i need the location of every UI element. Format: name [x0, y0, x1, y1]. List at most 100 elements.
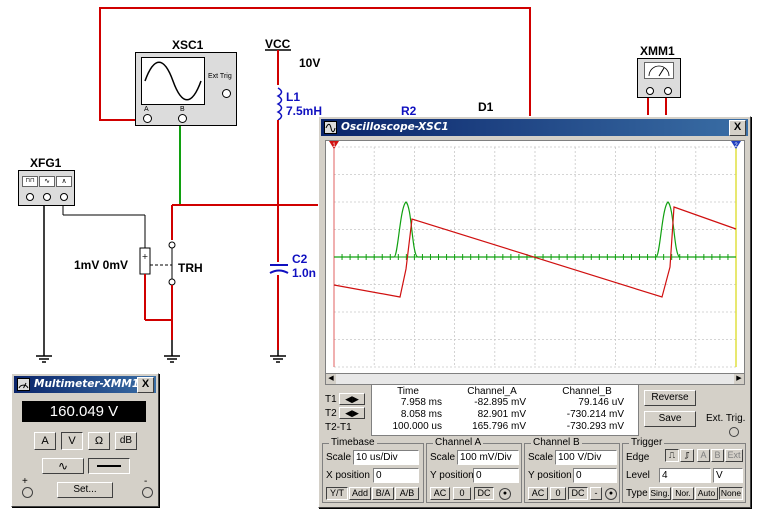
mm-plus-terminal-button[interactable]: [22, 487, 33, 498]
fg-minus-terminal[interactable]: [26, 193, 34, 201]
cell-t1-a: -82.895 mV: [474, 397, 526, 408]
multimeter-title: Multimeter-XMM1: [34, 378, 140, 390]
channel-a-ypos-input[interactable]: 0: [473, 468, 519, 483]
pin-a-label: A: [144, 106, 149, 113]
mode-ohmmeter-button[interactable]: Ω: [88, 432, 110, 450]
ac-sine-icon[interactable]: ∿: [42, 458, 84, 474]
multimeter-set-button[interactable]: Set...: [57, 482, 113, 498]
rising-edge-icon[interactable]: ⎍: [665, 449, 679, 462]
trigger-source-b-button[interactable]: B: [711, 449, 724, 462]
trigger-source-a-button[interactable]: A: [697, 449, 710, 462]
channel-b-ac-button[interactable]: AC: [528, 487, 548, 500]
timebase-scale-input[interactable]: 10 us/Div: [353, 450, 419, 465]
channel-a-terminal-icon[interactable]: ●: [499, 488, 511, 500]
trigger-none-button[interactable]: None: [719, 487, 743, 500]
save-button[interactable]: Save: [644, 411, 696, 427]
channel-b-ypos-label: Y position: [528, 470, 572, 481]
channel-a-ypos-label: Y position: [430, 470, 474, 481]
t2-t1-label: T2-T1: [325, 422, 352, 433]
falling-edge-icon[interactable]: ⎎: [680, 449, 694, 462]
channel-b-dc-button[interactable]: DC: [568, 487, 588, 500]
l1-value: 7.5mH: [286, 104, 323, 118]
mm-minus-terminal-button[interactable]: [142, 487, 153, 498]
cursor-t2-marker-label: 2: [734, 143, 738, 149]
pin-b-label: B: [180, 106, 185, 113]
mode-voltmeter-button[interactable]: V: [61, 432, 83, 450]
scroll-left-icon[interactable]: ◀: [326, 374, 336, 384]
mode-yt-button[interactable]: Y/T: [326, 487, 348, 500]
multimeter-titlebar[interactable]: Multimeter-XMM1 X: [14, 376, 156, 393]
mode-ab-button[interactable]: A/B: [395, 487, 419, 500]
trigger-normal-button[interactable]: Nor.: [672, 487, 694, 500]
channel-a-dc-button[interactable]: DC: [474, 487, 494, 500]
cell-t2t1-time: 100.000 us: [392, 421, 443, 432]
cursor-t1-marker: [329, 141, 339, 149]
channel-a-group: Channel A Scale 100 mV/Div Y position 0 …: [426, 437, 522, 503]
x-position-input[interactable]: 0: [373, 468, 419, 483]
oscilloscope-titlebar[interactable]: Oscilloscope-XSC1 X: [321, 119, 748, 136]
multimeter-display: 160.049 V: [22, 401, 146, 422]
trigger-level-unit[interactable]: V: [713, 468, 743, 483]
wire-top-loop: [99, 7, 531, 121]
t1-label: T1: [325, 394, 337, 405]
t1-cursor-arrows-icon[interactable]: ◀▶: [339, 393, 365, 405]
trigger-source-ext-button[interactable]: Ext: [725, 449, 743, 462]
inductor-l1: [276, 87, 283, 121]
channel-b-scale-input[interactable]: 100 V/Div: [555, 450, 617, 465]
channel-b-terminal-icon[interactable]: ●: [605, 488, 617, 500]
channel-a-scale-label: Scale: [430, 452, 456, 463]
function-generator-symbol[interactable]: ⊓⊓ ∿ ∧: [18, 170, 75, 206]
cell-t2-a: 82.901 mV: [477, 409, 526, 420]
mm-plus-terminal[interactable]: [646, 87, 654, 95]
scroll-right-icon[interactable]: ▶: [734, 374, 744, 384]
cell-t2-b: -730.214 mV: [566, 409, 624, 420]
t2-label: T2: [325, 408, 337, 419]
channel-b-invert-button[interactable]: -: [590, 487, 602, 500]
cell-t1-time: 7.958 ms: [400, 397, 442, 408]
mm-plus-label: +: [22, 476, 28, 487]
mm-minus-terminal[interactable]: [664, 87, 672, 95]
oscilloscope-close-button[interactable]: X: [729, 120, 746, 136]
ext-trig-terminal-button[interactable]: [729, 427, 739, 437]
reverse-button[interactable]: Reverse: [644, 390, 696, 406]
oscilloscope-symbol[interactable]: Ext Trig A B: [135, 52, 237, 126]
trigger-group: Trigger Edge ⎍ ⎎ A B Ext Level 4 V Type …: [622, 437, 746, 503]
multimeter-symbol[interactable]: [637, 58, 681, 98]
trh-label: TRH: [178, 261, 203, 275]
mode-ba-button[interactable]: B/A: [372, 487, 394, 500]
pin-a-terminal[interactable]: [143, 114, 152, 123]
r2-label: R2: [401, 104, 417, 118]
ext-trig-terminal[interactable]: [222, 89, 231, 98]
channel-b-group: Channel B Scale 100 V/Div Y position 0 A…: [524, 437, 620, 503]
c2-value: 1.0n: [292, 266, 317, 280]
mode-add-button[interactable]: Add: [349, 487, 371, 500]
channel-a-ac-button[interactable]: AC: [430, 487, 450, 500]
channel-b-ypos-input[interactable]: 0: [573, 468, 617, 483]
cursor-t1-marker-label: 1: [332, 143, 336, 149]
sine-wave-icon: ∿: [39, 176, 55, 187]
dc-line-icon[interactable]: [88, 458, 130, 474]
channel-a-scale-input[interactable]: 100 mV/Div: [457, 450, 519, 465]
cell-t2t1-a: 165.796 mV: [472, 421, 526, 432]
trigger-title: Trigger: [629, 437, 665, 448]
pin-b-terminal[interactable]: [178, 114, 187, 123]
channel-b-zero-button[interactable]: 0: [550, 487, 566, 500]
mode-db-button[interactable]: dB: [115, 432, 137, 450]
fg-plus-terminal[interactable]: [60, 193, 68, 201]
channel-a-zero-button[interactable]: 0: [453, 487, 471, 500]
fg-common-terminal[interactable]: [43, 193, 51, 201]
trigger-level-input[interactable]: 4: [659, 468, 711, 483]
vcc-label: VCC: [265, 37, 291, 51]
trigger-auto-button[interactable]: Auto: [695, 487, 718, 500]
timebase-scale-label: Scale: [326, 452, 352, 463]
header-channel-a: Channel_A: [467, 386, 517, 397]
trigger-single-button[interactable]: Sing.: [649, 487, 671, 500]
t2-cursor-arrows-icon[interactable]: ◀▶: [339, 407, 365, 419]
multimeter-close-button[interactable]: X: [137, 377, 154, 393]
cell-t2-time: 8.058 ms: [400, 409, 442, 420]
mode-ammeter-button[interactable]: A: [34, 432, 56, 450]
